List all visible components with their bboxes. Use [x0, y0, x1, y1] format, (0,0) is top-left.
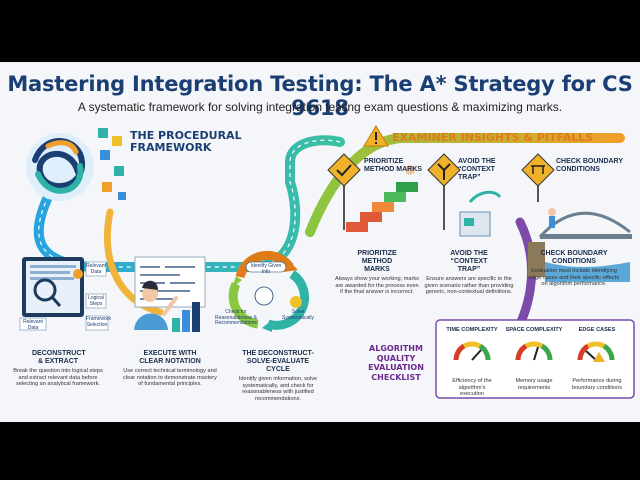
insight-desc: Evaluation must include identifying edge…	[528, 268, 620, 288]
step-title: THE DECONSTRUCT-SOLVE-EVALUATE CYCLE	[242, 350, 314, 373]
insight-title: CHECK BOUNDARY CONDITIONS	[540, 250, 608, 265]
page-title: Mastering Integration Testing: The A* St…	[7, 72, 633, 120]
insight-title: AVOID THE “CONTEXT TRAP”	[450, 250, 488, 273]
insight-title: PRIORITIZE METHOD MARKS	[357, 250, 397, 273]
insight-desc: Always show your working; marks are awar…	[335, 276, 419, 296]
cycle-label: Solve Systematically	[282, 309, 314, 321]
screen-label: Framework Selection	[86, 316, 112, 328]
insight-boundary: CHECK BOUNDARY CONDITIONS Evaluation mus…	[528, 250, 620, 288]
analysis-monitor-icon	[19, 257, 109, 331]
step-cycle: THE DECONSTRUCT-SOLVE-EVALUATE CYCLE Ide…	[228, 350, 328, 402]
screen-label: Relevant Data	[23, 319, 43, 331]
step-deconstruct: DECONSTRUCT & EXTRACT Break the question…	[8, 350, 108, 388]
step-title: DECONSTRUCT & EXTRACT	[32, 350, 86, 365]
cycle-label: Check for Reasonableness & Recommendatio…	[215, 309, 257, 326]
gauge-caption: Efficiency of the algorithm's execution	[452, 378, 492, 398]
boundary-sign-icon	[521, 153, 555, 202]
gauge-icons	[453, 341, 615, 362]
gauge-title: EDGE CASES	[578, 327, 616, 333]
context-panel-icon	[459, 190, 502, 237]
knot-logo-icon	[26, 133, 94, 201]
step-desc: Use correct technical terminology and cl…	[123, 368, 217, 388]
flow-artwork	[19, 125, 635, 399]
gauge-title: TIME COMPLEXITY	[446, 327, 498, 333]
sign-label: CHECK BOUNDARY CONDITIONS	[556, 158, 623, 173]
step-title: EXECUTE WITH CLEAR NOTATION	[139, 350, 201, 365]
insight-context-trap: AVOID THE “CONTEXT TRAP” Ensure answers …	[424, 250, 514, 296]
sign-label: PRIORITIZE METHOD MARKS	[364, 158, 422, 173]
bridge-icon	[528, 208, 632, 282]
infographic-panel: Mastering Integration Testing: The A* St…	[0, 62, 640, 422]
data-cubes-icon	[98, 128, 126, 200]
insight-method-marks: PRIORITIZE METHOD MARKS Always show your…	[334, 250, 420, 296]
warning-icon	[363, 125, 389, 147]
gauge-caption: Performance during boundary conditions	[571, 378, 623, 391]
cycle-diagram-icon	[228, 250, 309, 332]
insight-desc: Ensure answers are specific to the given…	[424, 276, 514, 296]
gauge-caption: Memory usage requirements	[515, 378, 553, 391]
context-trap-sign-icon	[427, 153, 461, 230]
checklist-heading: ALGORITHM QUALITY EVALUATION CHECKLIST	[368, 344, 424, 382]
step-execute: EXECUTE WITH CLEAR NOTATION Use correct …	[120, 350, 220, 388]
whiteboard-student-icon	[134, 256, 206, 332]
method-marks-sign-icon	[327, 153, 361, 230]
insights-heading: EXAMINER INSIGHTS & PITFALLS	[392, 131, 594, 144]
cycle-label: Identify Given Info	[250, 263, 282, 275]
page-subtitle: A systematic framework for solving integ…	[77, 100, 563, 114]
gauge-title: SPACE COMPLEXITY	[505, 327, 563, 333]
step-desc: Break the question into logical steps an…	[13, 368, 103, 388]
screen-label: Relevant Data	[86, 263, 106, 275]
procedural-heading: THE PROCEDURAL FRAMEWORK	[130, 129, 242, 154]
method-stairs-icon	[346, 165, 418, 232]
screen-label: Logical Steps	[88, 295, 104, 307]
step-desc: Identify given information, solve system…	[238, 376, 318, 402]
sign-label: AVOID THE “CONTEXT TRAP”	[458, 158, 496, 181]
